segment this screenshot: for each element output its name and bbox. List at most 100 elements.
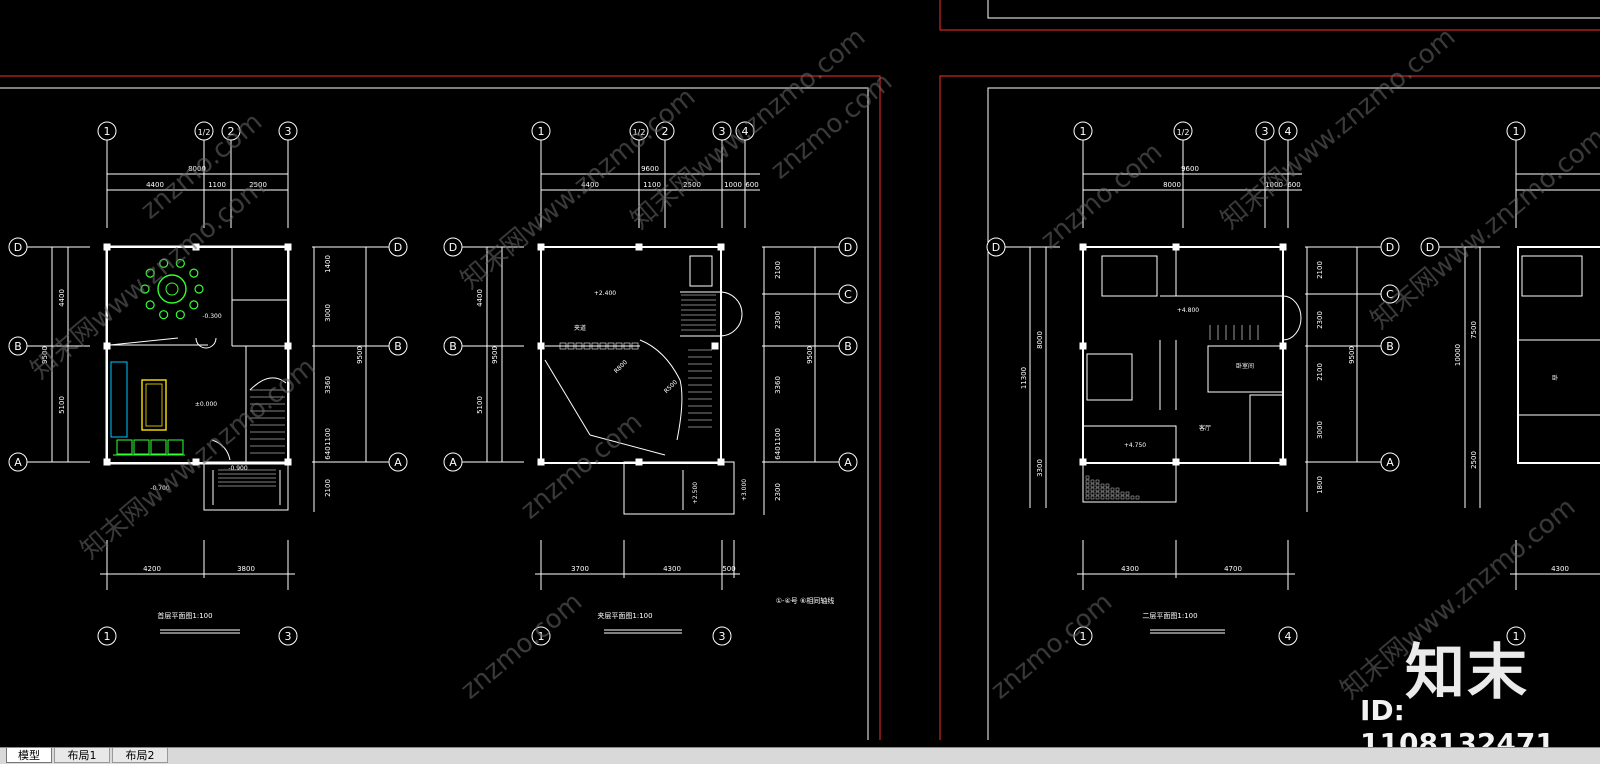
cad-rect <box>192 458 200 466</box>
axis-bubble: D <box>986 237 1006 257</box>
axis-label: D <box>1386 241 1394 254</box>
cad-rect <box>635 243 643 251</box>
tab-layout-2[interactable]: 布局2 <box>112 748 168 763</box>
layout-tab-bar: 模型 布局1 布局2 <box>0 747 1600 764</box>
cad-rect <box>599 342 607 350</box>
cad-rect <box>103 243 111 251</box>
cad-rect <box>1279 243 1287 251</box>
cad-rect <box>1115 491 1120 496</box>
axis-label: C <box>844 288 852 301</box>
axis-label: A <box>844 456 852 469</box>
cad-text: +3.000 <box>741 479 748 501</box>
cad-text: 1100 <box>643 181 661 189</box>
cad-rect <box>145 383 163 427</box>
axis-bubble: B <box>838 336 858 356</box>
axis-label: 1 <box>1513 125 1520 138</box>
cad-text: 8000 <box>1163 181 1181 189</box>
cad-text: 卧 <box>1552 374 1558 382</box>
axis-label: 1/2 <box>198 128 211 137</box>
cad-rect <box>1085 475 1090 480</box>
cad-text: 9500 <box>356 346 364 364</box>
axis-circle <box>1073 626 1093 646</box>
plan-title: 夹层平面图1:100 <box>597 611 652 620</box>
cad-rect <box>192 243 200 251</box>
axis-label: 2 <box>662 125 669 138</box>
door-swing <box>195 337 217 349</box>
tab-layout-1[interactable]: 布局1 <box>54 748 110 763</box>
axis-label: 1 <box>1080 125 1087 138</box>
cad-text: 1100 <box>774 428 782 446</box>
cad-rect <box>1120 491 1125 496</box>
cad-rect <box>1105 491 1110 496</box>
cad-text: 9500 <box>41 346 49 364</box>
cad-text: 3360 <box>774 376 782 394</box>
dining-chair <box>175 310 185 320</box>
axis-label: D <box>844 241 852 254</box>
cad-rect <box>537 243 545 251</box>
dining-chair <box>175 258 185 268</box>
cad-rect <box>141 379 167 431</box>
axis-bubble: 1 <box>1073 121 1093 141</box>
cad-text: 4400 <box>476 289 484 307</box>
cad-rect <box>116 439 133 455</box>
cad-rect <box>631 342 639 350</box>
cad-rect <box>1090 483 1095 488</box>
cad-rect <box>1090 487 1095 492</box>
cad-rect <box>1086 353 1133 401</box>
axis-bubble: 1/2 <box>1173 121 1193 141</box>
cad-text: 2300 <box>774 483 782 501</box>
dining-table-center <box>165 282 179 296</box>
dining-chair <box>140 284 150 294</box>
cad-text: 1100 <box>208 181 226 189</box>
cad-text: 4400 <box>581 181 599 189</box>
cad-rect <box>1079 243 1087 251</box>
dining-chair <box>145 268 155 278</box>
cad-text: 卧室间 <box>1236 362 1254 370</box>
cad-text: 7500 <box>1470 321 1478 339</box>
axis-label: B <box>394 340 402 353</box>
cad-text: 4400 <box>58 289 66 307</box>
cad-text: 2100 <box>1316 363 1324 381</box>
tab-model[interactable]: 模型 <box>6 748 52 763</box>
cad-text: 1400 <box>324 255 332 273</box>
axis-label: 1 <box>104 630 111 643</box>
axis-bubble: B <box>388 336 408 356</box>
cad-rect <box>540 246 722 464</box>
axis-bubble: C <box>838 284 858 304</box>
axis-bubble: 1 <box>1073 626 1093 646</box>
axis-label: D <box>1426 241 1434 254</box>
axis-bubble: 1/2 <box>629 121 649 141</box>
stair-curve <box>639 339 683 441</box>
cad-rect <box>1110 491 1115 496</box>
axis-bubble: 1 <box>97 626 117 646</box>
axis-bubble: B <box>8 336 28 356</box>
axis-label: 1/2 <box>1177 128 1190 137</box>
axis-label: 1 <box>538 630 545 643</box>
stair-bay <box>680 291 743 337</box>
axis-label: 3 <box>719 630 726 643</box>
cad-rect <box>133 439 150 455</box>
cad-rect <box>1079 342 1087 350</box>
cad-rect <box>1090 491 1095 496</box>
cad-rect <box>537 342 545 350</box>
cad-line <box>109 337 179 346</box>
cad-text: 9500 <box>806 346 814 364</box>
cad-text: 640 <box>324 446 332 459</box>
axis-label: B <box>449 340 457 353</box>
axis-bubble: 3 <box>712 626 732 646</box>
cad-rect <box>1110 487 1115 492</box>
axis-label: 2 <box>228 125 235 138</box>
door-swing <box>211 439 231 461</box>
cad-line <box>589 434 666 456</box>
cad-rect <box>1095 491 1100 496</box>
cad-text: 640 <box>774 446 782 459</box>
cad-text: 夹道 <box>574 324 586 332</box>
axis-bubble: 3 <box>278 626 298 646</box>
cad-text: 500 <box>722 565 735 573</box>
axis-label: A <box>1386 456 1394 469</box>
axis-label: 1 <box>104 125 111 138</box>
cad-text: -0.700 <box>150 485 170 492</box>
